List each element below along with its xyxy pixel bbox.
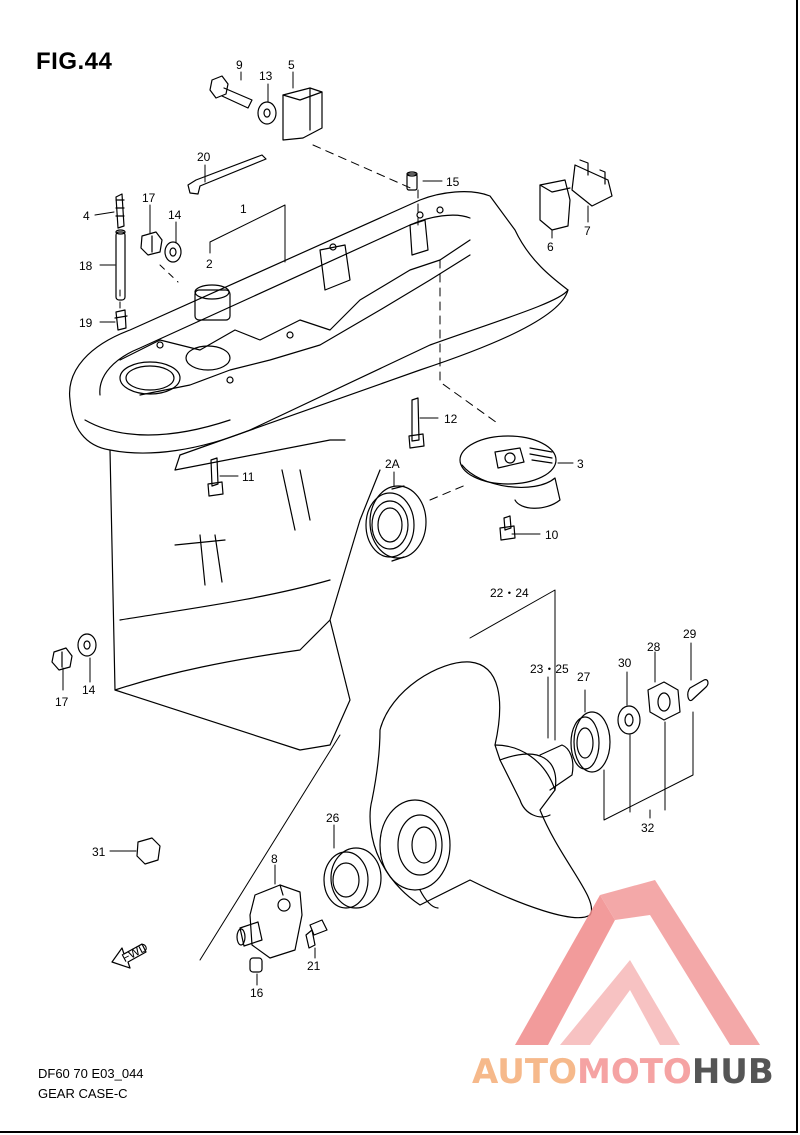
bolt-11-icon bbox=[207, 457, 224, 497]
trim-tab-3-icon bbox=[459, 435, 561, 509]
callout-7: 7 bbox=[584, 224, 591, 238]
callout-3: 3 bbox=[577, 457, 584, 471]
watermark-hub: HUB bbox=[691, 1052, 774, 1092]
callout-12: 12 bbox=[444, 412, 458, 426]
washer-30-icon bbox=[617, 705, 641, 735]
housing-8-icon bbox=[236, 884, 303, 959]
plug-17a-icon bbox=[140, 231, 163, 256]
callout-28: 28 bbox=[647, 640, 661, 654]
nut-28-icon bbox=[647, 681, 681, 721]
figure-title: FIG.44 bbox=[36, 48, 113, 75]
spacer-26-icon bbox=[323, 847, 382, 909]
propeller-icon bbox=[369, 661, 593, 919]
dowel-15-icon bbox=[406, 171, 418, 191]
callout-6: 6 bbox=[547, 240, 554, 254]
callout-14a: 14 bbox=[168, 208, 182, 222]
callout-11: 11 bbox=[242, 470, 255, 484]
watermark-moto: MOTO bbox=[576, 1052, 692, 1092]
callout-4: 4 bbox=[83, 209, 90, 223]
callout-18: 18 bbox=[79, 259, 93, 273]
callout-30: 30 bbox=[618, 656, 632, 670]
watermark-wordmark: AUTOMOTOHUB bbox=[472, 1052, 774, 1092]
plug-16-icon bbox=[249, 957, 263, 973]
callout-labels: 9 13 5 20 15 6 7 4 17 14 1 2 18 19 12 2A… bbox=[55, 58, 697, 1000]
callout-14b: 14 bbox=[82, 683, 96, 697]
callout-23-25: 23・25 bbox=[530, 662, 569, 676]
fitting-19-icon bbox=[114, 309, 128, 331]
callout-2: 2 bbox=[206, 257, 213, 271]
tube-18-icon bbox=[115, 229, 126, 301]
callout-26: 26 bbox=[326, 811, 340, 825]
callout-8: 8 bbox=[271, 852, 278, 866]
valve-4-icon bbox=[115, 193, 125, 229]
figure-name: GEAR CASE-C bbox=[38, 1086, 128, 1101]
washer-14a-icon bbox=[164, 241, 182, 263]
callout-15: 15 bbox=[446, 175, 460, 189]
plug-17b-icon bbox=[51, 647, 73, 671]
block-5-icon bbox=[282, 87, 323, 141]
callout-5: 5 bbox=[288, 58, 295, 72]
callout-20: 20 bbox=[197, 150, 211, 164]
callout-1: 1 bbox=[240, 202, 247, 216]
bolt-10-icon bbox=[499, 515, 516, 541]
callout-22-24: 22・24 bbox=[490, 586, 529, 600]
fwd-arrow-icon bbox=[111, 943, 147, 969]
automotohub-logo-icon bbox=[515, 880, 760, 1045]
bracket-7-icon bbox=[571, 159, 613, 207]
gear-case-housing bbox=[68, 191, 569, 751]
cover-6-icon bbox=[539, 179, 571, 231]
callout-9: 9 bbox=[236, 58, 243, 72]
callout-17b: 17 bbox=[55, 695, 69, 709]
leader-lines bbox=[62, 71, 694, 986]
cotter-pin-29-icon bbox=[687, 679, 709, 702]
callout-32: 32 bbox=[641, 821, 655, 835]
plug-31-icon bbox=[136, 837, 161, 865]
callout-19: 19 bbox=[79, 316, 93, 330]
callout-16: 16 bbox=[250, 986, 264, 1000]
spline-washer-27-icon bbox=[570, 711, 611, 773]
watermark-auto: AUTO bbox=[472, 1052, 577, 1092]
callout-13: 13 bbox=[259, 69, 273, 83]
seal-2a-icon bbox=[365, 485, 427, 562]
callout-27: 27 bbox=[577, 670, 591, 684]
bolt-9-icon bbox=[209, 75, 253, 109]
bolt-12-icon bbox=[408, 397, 425, 449]
callout-2a: 2A bbox=[385, 457, 400, 471]
callout-29: 29 bbox=[683, 627, 697, 641]
callout-31: 31 bbox=[92, 845, 106, 859]
callout-21: 21 bbox=[307, 959, 321, 973]
fwd-label: FWD bbox=[119, 940, 150, 965]
callout-17a: 17 bbox=[142, 191, 156, 205]
washer-14b-icon bbox=[77, 633, 97, 657]
screw-21-icon bbox=[305, 919, 328, 949]
washer-13-icon bbox=[257, 101, 277, 125]
strip-20-icon bbox=[187, 154, 267, 195]
callout-10: 10 bbox=[545, 528, 559, 542]
model-code: DF60 70 E03_044 bbox=[38, 1066, 144, 1081]
